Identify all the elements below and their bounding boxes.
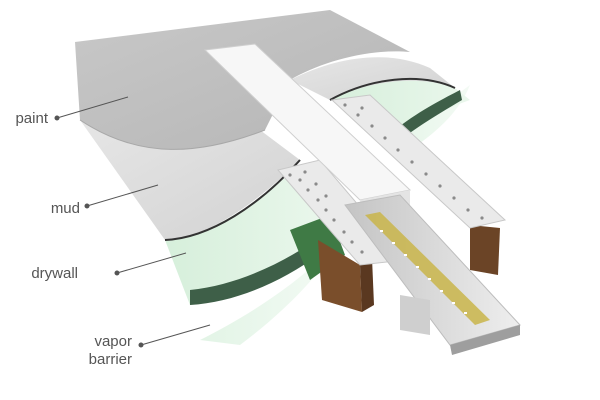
led-chips: [380, 230, 467, 314]
drywall-layer-right: [330, 76, 470, 140]
label-mud: mud: [50, 200, 80, 217]
mud-layer: [80, 120, 300, 240]
led-strip: [365, 212, 490, 325]
leader-lines: [54, 96, 211, 348]
label-paint: paint: [15, 110, 48, 127]
label-vapor-barrier: vapor barrier: [70, 333, 132, 369]
wood-stud: [318, 240, 362, 312]
vapor-barrier-layer: [200, 245, 335, 345]
wood-stud-right: [470, 225, 500, 275]
drywall-edge: [190, 230, 332, 305]
label-vapor-line1: vapor: [94, 333, 132, 350]
flange-holes: [288, 103, 484, 254]
mud-layer-right: [290, 57, 455, 100]
label-vapor-line2: barrier: [88, 351, 132, 368]
label-drywall: drywall: [31, 265, 78, 282]
drywall-edge-right: [395, 90, 462, 140]
perforated-flange-right: [330, 94, 507, 229]
